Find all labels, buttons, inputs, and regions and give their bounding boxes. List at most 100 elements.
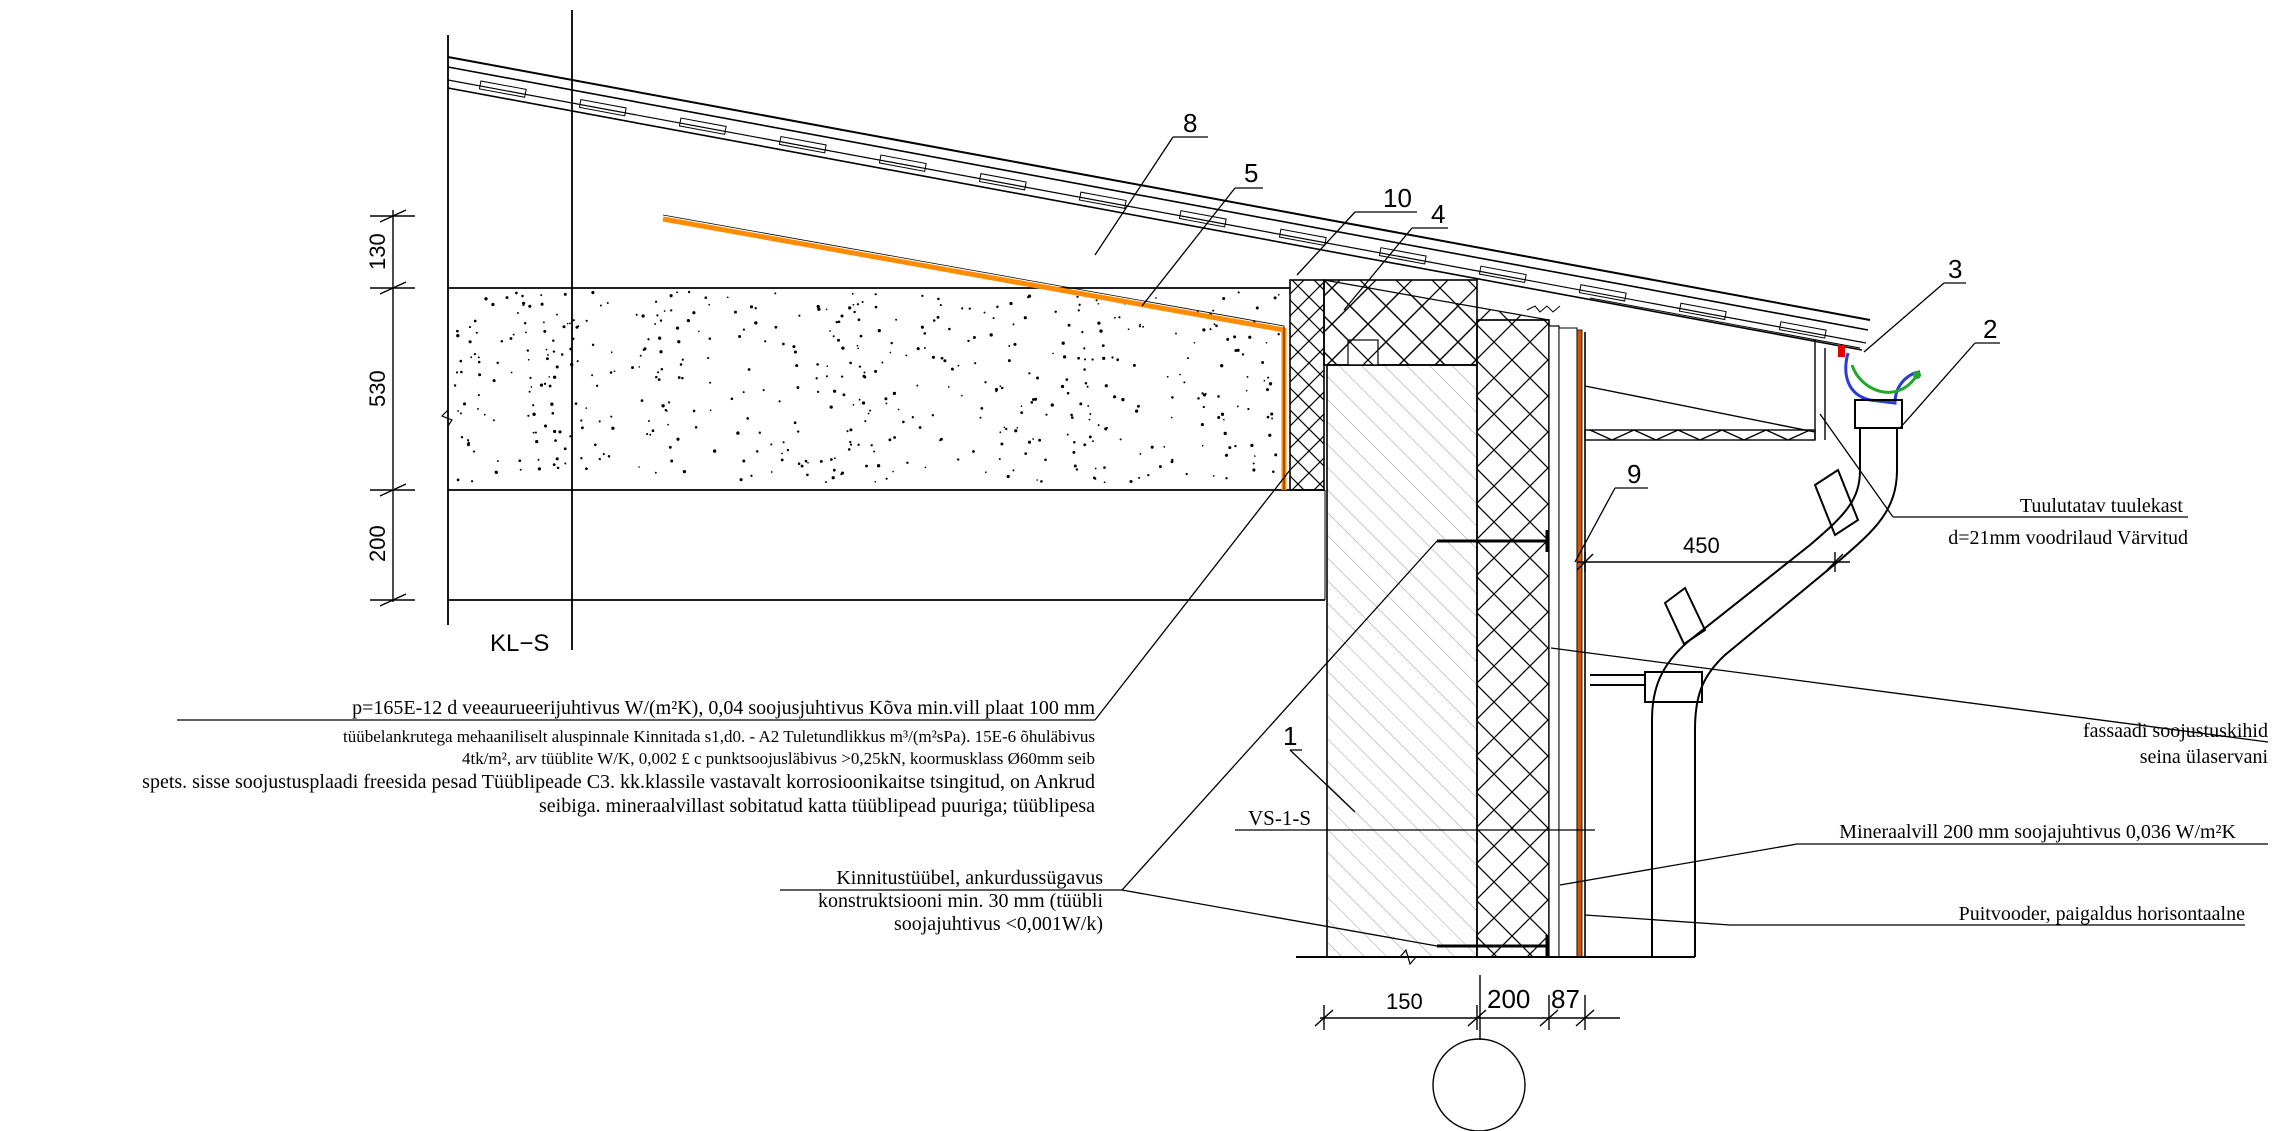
- aggregate-dot: [1134, 409, 1139, 413]
- dimension-eave-overhang: 450: [1683, 533, 1720, 558]
- aggregate-dot: [1020, 411, 1024, 415]
- note-anchor-3: soojajuhtivus <0,001W/k): [894, 913, 1103, 935]
- aggregate-dot: [552, 429, 557, 434]
- aggregate-dot: [475, 331, 478, 334]
- aggregate-dot: [1246, 375, 1249, 378]
- aggregate-dot: [1030, 401, 1034, 404]
- aggregate-dot: [916, 347, 920, 351]
- aggregate-dot: [874, 293, 877, 296]
- aggregate-dot: [999, 431, 1002, 434]
- aggregate-dot: [848, 306, 852, 310]
- note-dowel-line4: spets. sisse soojustusplaadi freesida pe…: [142, 771, 1095, 793]
- aggregate-dot: [681, 358, 684, 361]
- aggregate-dot: [830, 458, 833, 461]
- aggregate-dot: [734, 310, 737, 314]
- aggregate-dot: [774, 292, 777, 295]
- aggregate-dot: [1234, 444, 1237, 448]
- note-dowel-line5: seibiga. mineraalvillast sobitatud katta…: [539, 795, 1095, 817]
- aggregate-dot: [535, 439, 539, 444]
- aggregate-dot: [1060, 384, 1065, 389]
- aggregate-dot: [858, 365, 862, 368]
- aggregate-dot: [529, 376, 532, 380]
- aggregate-dot: [548, 384, 552, 388]
- aggregate-dot: [1271, 417, 1274, 420]
- aggregate-dot: [758, 431, 761, 434]
- aggregate-dot: [545, 348, 548, 351]
- note-soffit-1: Tuulutatav tuulekast: [2020, 495, 2184, 517]
- aggregate-dot: [505, 296, 509, 300]
- aggregate-dot: [864, 420, 867, 423]
- aggregate-dot: [849, 428, 853, 432]
- aggregate-dot: [806, 473, 809, 477]
- aggregate-dot: [795, 364, 799, 368]
- aggregate-dot: [1045, 413, 1048, 416]
- aggregate-dot: [807, 461, 809, 464]
- aggregate-dot: [1007, 359, 1011, 363]
- dimension-ceiling-gap: 200: [365, 525, 390, 562]
- aggregate-dot: [984, 471, 987, 474]
- aggregate-dot: [1054, 310, 1057, 314]
- aggregate-dot: [764, 340, 767, 343]
- aggregate-dot: [1073, 440, 1076, 444]
- aggregate-dot: [1170, 460, 1174, 464]
- aggregate-dot: [1158, 465, 1162, 469]
- aggregate-dot: [1171, 396, 1174, 399]
- aggregate-dot: [1272, 470, 1275, 473]
- aggregate-dot: [677, 340, 681, 344]
- aggregate-dot: [1273, 296, 1277, 300]
- callout-2: 2: [1983, 314, 1997, 344]
- aggregate-dot: [1170, 416, 1173, 419]
- note-dowel-line2: tüübelankrutega mehaaniliselt aluspinnal…: [343, 727, 1095, 746]
- aggregate-dot: [1212, 309, 1215, 312]
- aggregate-dot: [1087, 404, 1090, 407]
- aggregate-dot: [825, 308, 828, 311]
- aggregate-dot: [1104, 427, 1108, 431]
- roof-batten: [1178, 210, 1227, 228]
- aggregate-dot: [570, 362, 574, 367]
- aggregate-dot: [961, 307, 964, 310]
- aggregate-dot: [1003, 426, 1006, 429]
- aggregate-dot: [1236, 348, 1240, 352]
- dimension-cladding: 87: [1551, 984, 1580, 1014]
- aggregate-dot: [1213, 323, 1216, 326]
- aggregate-dot: [1247, 407, 1250, 411]
- aggregate-dot: [849, 361, 852, 365]
- aggregate-dot: [477, 356, 480, 359]
- aggregate-dot: [547, 354, 549, 356]
- aggregate-dot: [654, 300, 658, 303]
- aggregate-dot: [747, 368, 751, 371]
- aggregate-dot: [525, 331, 527, 334]
- aggregate-dot: [1088, 418, 1091, 421]
- hard-wool-board: [1289, 279, 1325, 491]
- roof-batten: [1278, 228, 1327, 247]
- aggregate-dot: [778, 400, 781, 403]
- aggregate-dot: [831, 476, 835, 480]
- aggregate-dot: [939, 439, 942, 442]
- aggregate-dot: [516, 312, 519, 314]
- aggregate-dot: [849, 443, 853, 446]
- roof-batten: [1578, 284, 1627, 302]
- aggregate-dot: [676, 291, 679, 294]
- aggregate-dot: [1061, 341, 1065, 345]
- aggregate-dot: [1091, 358, 1094, 361]
- aggregate-dot: [840, 375, 844, 378]
- aggregate-dot: [670, 459, 674, 463]
- aggregate-dot: [661, 404, 665, 408]
- aggregate-dot: [1094, 477, 1097, 480]
- aggregate-dot: [857, 443, 860, 446]
- aggregate-dot: [902, 420, 905, 424]
- note-dowel-line3: 4tk/m², arv tüüblite W/K, 0,002 £ c punk…: [462, 749, 1095, 768]
- aggregate-dot: [1000, 386, 1004, 390]
- aggregate-dot: [755, 450, 759, 453]
- aggregate-dot: [515, 291, 518, 295]
- aggregate-dot: [1223, 431, 1227, 436]
- aggregate-dot: [972, 336, 976, 339]
- aggregate-dot: [876, 464, 881, 468]
- aggregate-dot: [647, 338, 650, 341]
- dimension-lines: [370, 209, 1850, 1131]
- aggregate-dot: [1089, 413, 1092, 415]
- aggregate-dot: [599, 304, 602, 307]
- note-facade-1: fassaadi soojustuskihid: [2083, 720, 2268, 742]
- aggregate-dot: [530, 386, 533, 388]
- aggregate-dot: [943, 359, 947, 363]
